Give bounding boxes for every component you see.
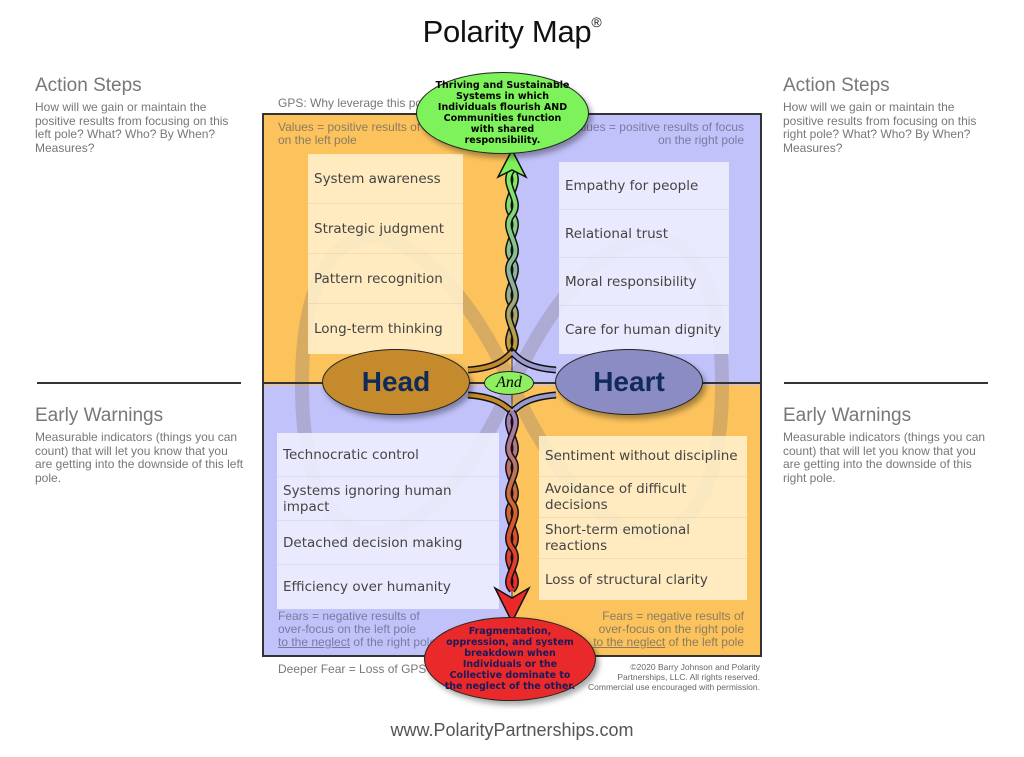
list-item: Care for human dignity	[565, 322, 722, 338]
deeper-fear-ellipse: Fragmentation, oppression, and system br…	[424, 617, 596, 701]
page-title: Polarity Map®	[0, 14, 1024, 50]
list-item: Detached decision making	[277, 521, 499, 565]
gps-ellipse: Thriving and Sustainable Systems in whic…	[416, 72, 589, 154]
values-right-list: Empathy for people Relational trust Mora…	[559, 162, 729, 354]
list-item: Strategic judgment	[308, 204, 463, 254]
up-braid	[467, 148, 557, 374]
list-item: System awareness	[308, 154, 463, 204]
footer-url[interactable]: www.PolarityPartnerships.com	[390, 720, 634, 740]
gps-statement: Thriving and Sustainable Systems in whic…	[435, 80, 570, 146]
left-early-warnings-text: Measurable indicators (things you can co…	[35, 430, 244, 485]
list-item: Efficiency over humanity	[283, 579, 451, 595]
list-item: Moral responsibility	[559, 258, 729, 306]
fears-right-list: Sentiment without discipline Avoidance o…	[539, 436, 747, 600]
right-early-warnings-text: Measurable indicators (things you can co…	[783, 430, 986, 485]
values-left-list: System awareness Strategic judgment Patt…	[308, 154, 463, 354]
registered-mark: ®	[591, 13, 602, 30]
list-item: Empathy for people	[559, 162, 729, 210]
deeper-fear-statement: Fragmentation, oppression, and system br…	[444, 626, 576, 692]
list-item: Loss of structural clarity	[545, 571, 708, 588]
left-action-steps-text: How will we gain or maintain the positiv…	[35, 100, 229, 155]
right-action-steps-text: How will we gain or maintain the positiv…	[783, 100, 977, 155]
list-item: Sentiment without discipline	[539, 436, 747, 477]
right-pole-heart: Heart	[555, 349, 703, 415]
title-text: Polarity Map	[422, 14, 592, 49]
list-item: Relational trust	[559, 210, 729, 258]
right-divider	[784, 382, 988, 384]
list-item: Short-term emotional reactions	[539, 518, 747, 559]
list-item: Systems ignoring human impact	[277, 477, 499, 521]
left-action-steps-heading: Action Steps	[35, 75, 142, 96]
gps-question: GPS: Why leverage this polarity?	[278, 96, 455, 110]
fears-left-list: Technocratic control Systems ignoring hu…	[277, 433, 499, 609]
down-arrow-icon	[493, 586, 531, 624]
down-braid	[467, 391, 557, 624]
left-early-warnings-heading: Early Warnings	[35, 405, 164, 426]
left-pole-head: Head	[322, 349, 470, 415]
list-item: Technocratic control	[277, 433, 499, 477]
right-action-steps-heading: Action Steps	[783, 75, 890, 96]
list-item: Pattern recognition	[308, 254, 463, 304]
up-arrow-icon	[496, 148, 528, 179]
deeper-fear-label: Deeper Fear = Loss of GPS	[278, 662, 427, 676]
list-item: Long-term thinking	[314, 321, 443, 337]
left-divider	[37, 382, 241, 384]
list-item: Avoidance of difficult decisions	[539, 477, 747, 518]
and-connector: And	[484, 371, 534, 395]
right-early-warnings-heading: Early Warnings	[783, 405, 912, 426]
